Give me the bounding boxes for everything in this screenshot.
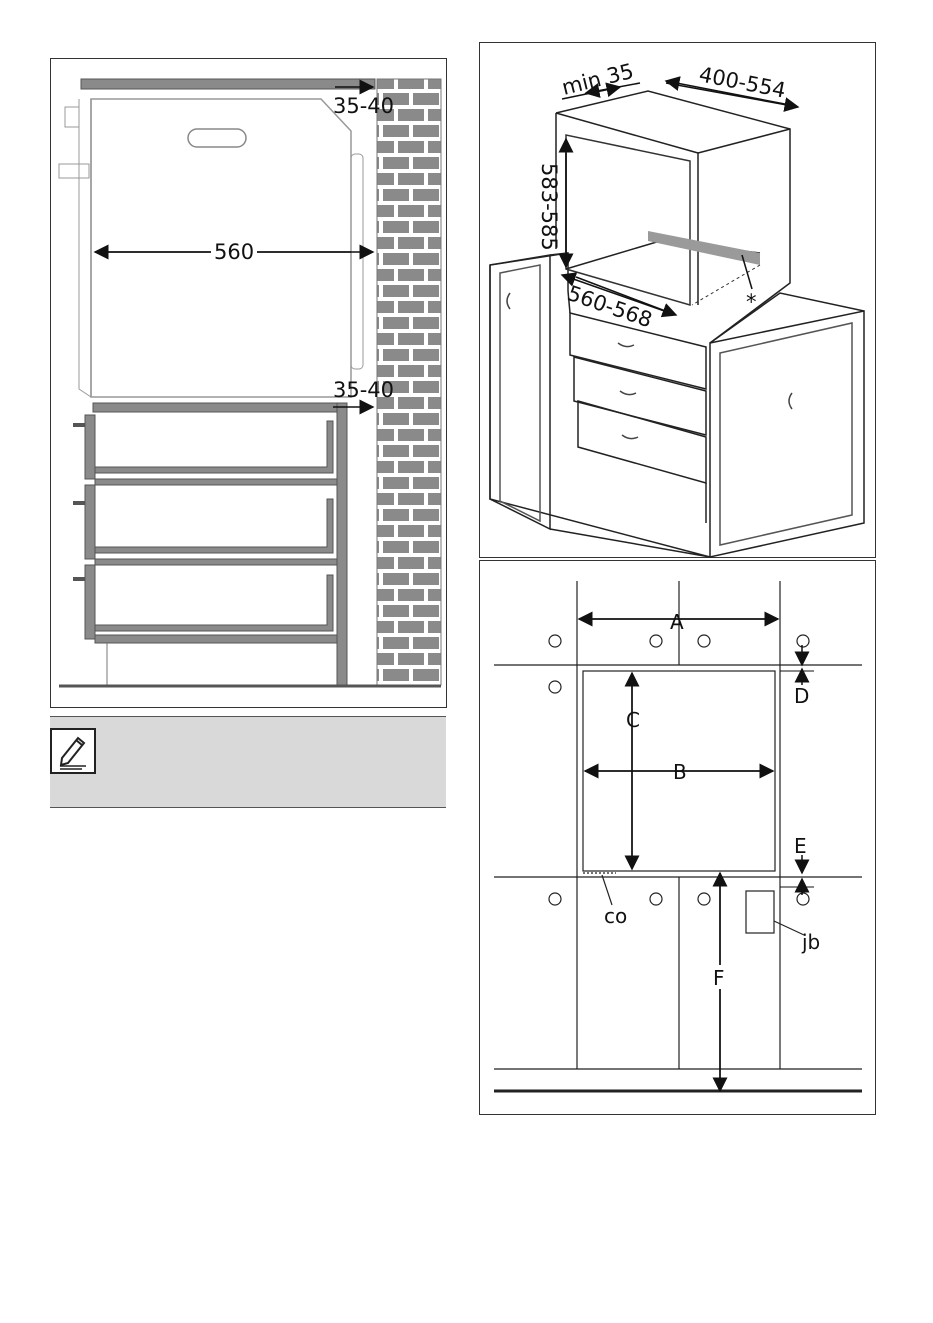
- oven-control-panel: [59, 164, 89, 178]
- cabinet-side-panel: [337, 403, 347, 687]
- label-f: F: [713, 966, 725, 990]
- shelf-pin-hole: [698, 635, 710, 647]
- label-c: C: [626, 708, 640, 732]
- oven-back-strip: [351, 154, 363, 369]
- drawer: [73, 415, 337, 485]
- junction-box: [746, 891, 774, 933]
- side-section-drawing: 35-40 560 35-40: [51, 59, 448, 709]
- front-view-drawing: A C B D E co jb F: [480, 561, 877, 1116]
- label-d: D: [794, 684, 809, 708]
- isometric-niche-panel: min 35 400-554 583-585 560-568 *: [479, 42, 876, 558]
- shelf-pin-hole: [549, 635, 561, 647]
- oven-knob: [65, 107, 79, 127]
- label-jb: jb: [801, 930, 820, 954]
- dim-label-niche-width: 560-568: [564, 281, 655, 332]
- shelf-pin-hole: [797, 893, 809, 905]
- label-a: A: [670, 610, 684, 634]
- pencil-note-icon: [50, 728, 96, 774]
- dim-label-height: 583-585: [537, 163, 561, 251]
- side-section-panel: 35-40 560 35-40: [50, 58, 447, 708]
- shelf-pin-hole: [549, 893, 561, 905]
- oven-vent-slot: [188, 129, 246, 147]
- shelf-pin-hole: [698, 893, 710, 905]
- worktop: [81, 79, 375, 89]
- drawer: [73, 565, 337, 643]
- dim-label-oven-width: 560: [214, 240, 254, 264]
- shelf-pin-hole: [549, 681, 561, 693]
- label-e: E: [794, 834, 807, 858]
- dim-label-bottom-gap: 35-40: [333, 378, 394, 402]
- label-co: co: [604, 904, 627, 928]
- front-view-panel: A C B D E co jb F: [479, 560, 876, 1115]
- shelf-pin-hole: [797, 635, 809, 647]
- isometric-niche-drawing: min 35 400-554 583-585 560-568 *: [480, 43, 877, 559]
- dim-label-min-gap: min 35: [559, 59, 636, 100]
- shelf-pin-hole: [650, 893, 662, 905]
- dim-label-top-gap: 35-40: [333, 94, 394, 118]
- note-box: [50, 716, 446, 808]
- drawer: [73, 485, 337, 565]
- asterisk-marker: *: [746, 290, 757, 314]
- label-b: B: [673, 760, 687, 784]
- cabinet-shelf: [93, 403, 345, 412]
- shelf-pin-hole: [650, 635, 662, 647]
